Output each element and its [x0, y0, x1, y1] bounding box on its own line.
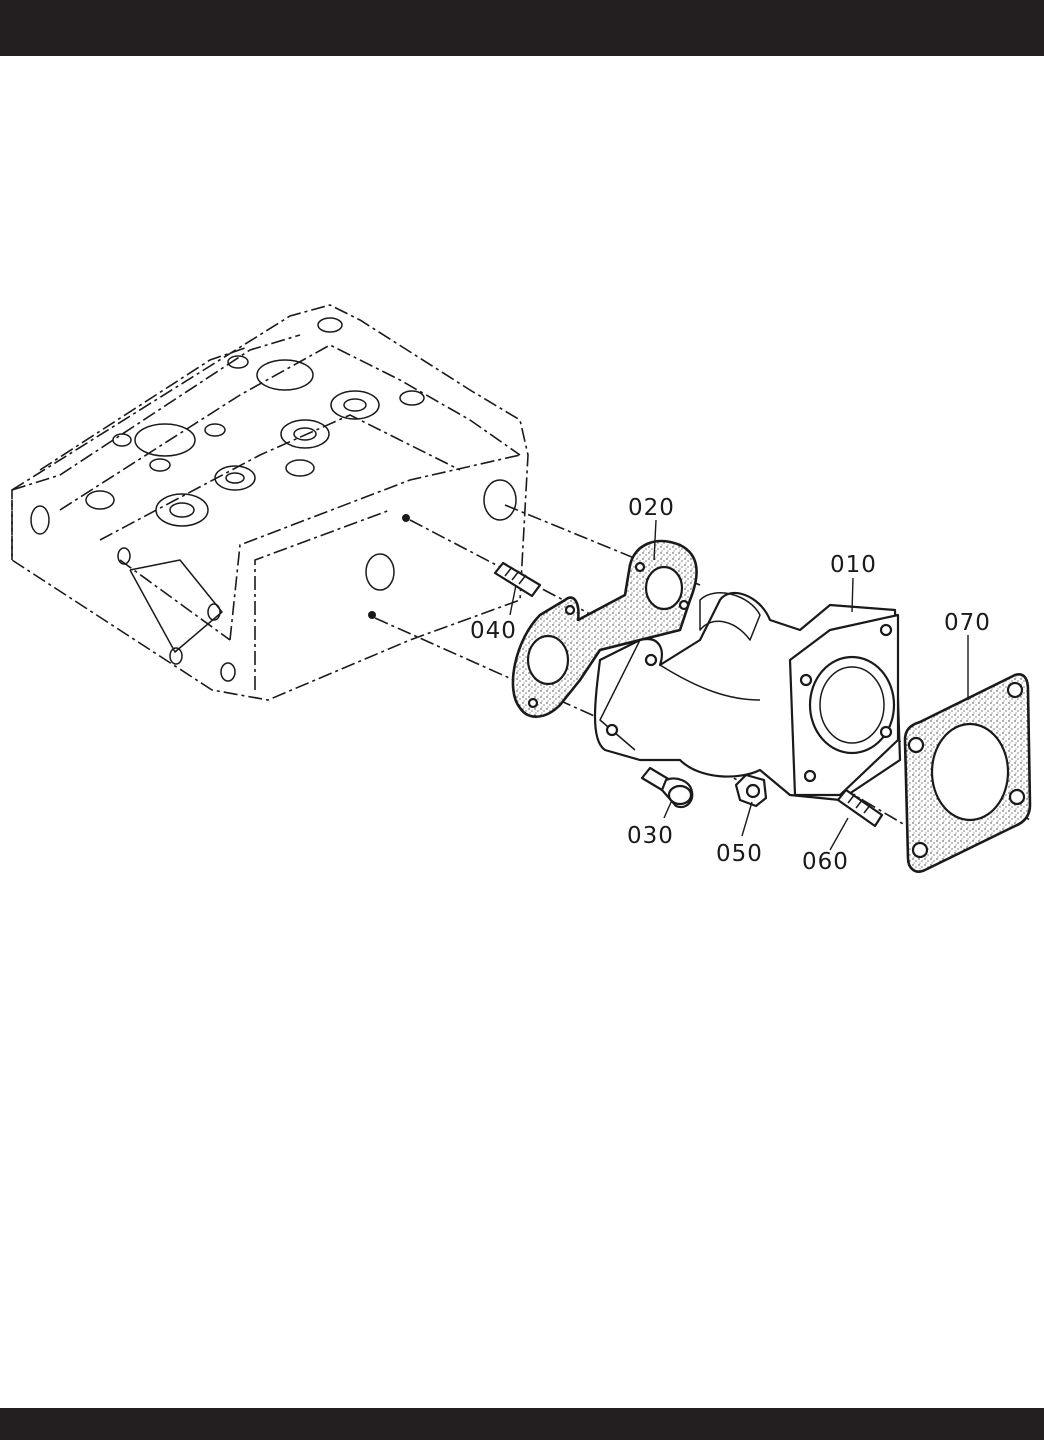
footer-bar — [0, 1408, 1044, 1440]
part-040-stud — [495, 563, 540, 596]
callout-070: 070 — [944, 610, 991, 636]
part-060-stud — [838, 790, 882, 826]
part-030-bolt — [642, 768, 692, 807]
cylinder-head — [12, 305, 528, 700]
callout-020: 020 — [628, 495, 675, 521]
callout-030: 030 — [627, 823, 674, 849]
callout-040: 040 — [470, 618, 517, 644]
part-070-gasket — [905, 674, 1030, 871]
callout-010: 010 — [830, 552, 877, 578]
callout-060: 060 — [802, 849, 849, 875]
part-050-nut — [736, 775, 766, 806]
callout-050: 050 — [716, 841, 763, 867]
